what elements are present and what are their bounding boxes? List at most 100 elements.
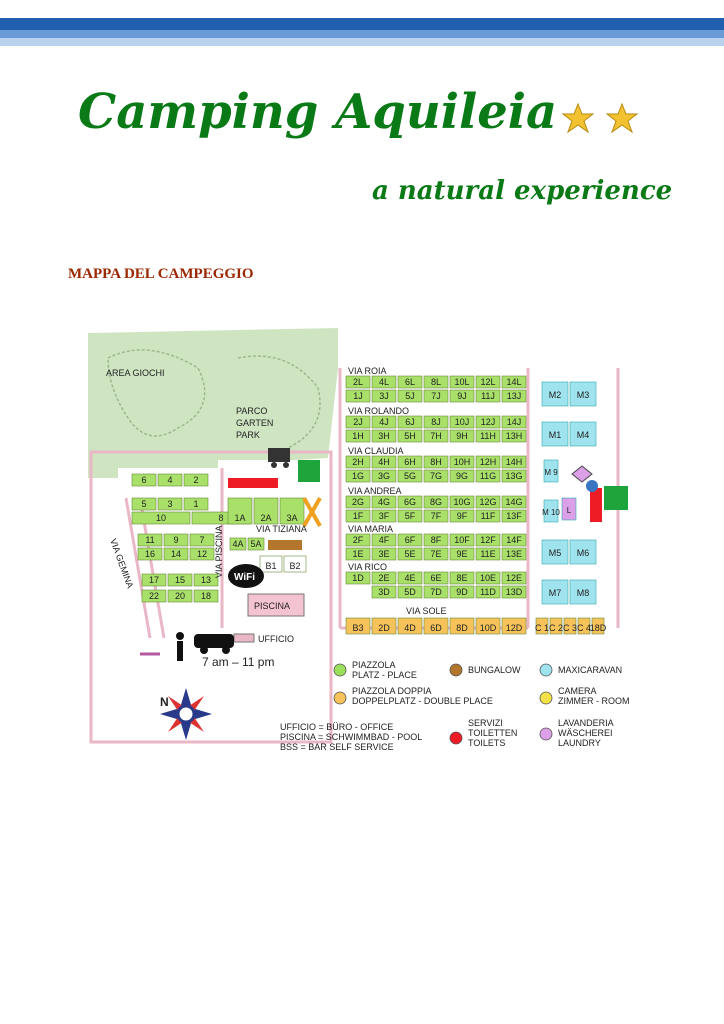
legend-text: ZIMMER - ROOM (558, 696, 630, 706)
pitch-label: 1F (353, 511, 364, 521)
pitch-label: 12E (506, 573, 522, 583)
pitch (371, 455, 397, 469)
maxicaravan (569, 381, 597, 407)
pitch-label: 3J (379, 391, 389, 401)
pitch (397, 547, 423, 561)
maxicaravan (541, 381, 569, 407)
cc-pitch (535, 617, 549, 635)
pitch (141, 573, 167, 587)
pitch (449, 429, 475, 443)
pitch (371, 533, 397, 547)
pitch-label: 14J (507, 417, 522, 427)
pitch (345, 495, 371, 509)
pitch-label: 12 (197, 549, 207, 559)
pitch (501, 585, 527, 599)
legend-room-dot (539, 691, 553, 705)
pitch-label: 14 (171, 549, 181, 559)
pitch-label: 2E (378, 573, 389, 583)
pitch-label: 7E (430, 549, 441, 559)
label-ufficio: UFFICIO (258, 634, 294, 644)
pitch (157, 497, 183, 511)
pitch (475, 375, 501, 389)
pitch (397, 455, 423, 469)
pitch-label: 5D (404, 587, 416, 597)
label-north: N (160, 695, 169, 709)
legend-laundry-dot (539, 727, 553, 741)
label-parco-1: PARCO (236, 406, 267, 416)
pitch (397, 509, 423, 523)
double-pitch (501, 617, 527, 635)
maxicaravan (543, 459, 559, 483)
pitch-label: 8F (431, 535, 442, 545)
pitch-label: 17 (149, 575, 159, 585)
pitch-label: 11D (480, 587, 496, 597)
pitch (423, 547, 449, 561)
maxicaravan (541, 539, 569, 565)
pitch-label: 13G (505, 471, 522, 481)
pitch-label: 6E (430, 573, 441, 583)
pitch-label: 4L (379, 377, 389, 387)
pitch (183, 473, 209, 487)
pitch-label: 14G (505, 497, 522, 507)
pitch (397, 469, 423, 483)
pitch (423, 495, 449, 509)
label-via-tiziana: VIA TIZIANA (256, 524, 307, 534)
label-area-giochi: AREA GIOCHI (106, 368, 165, 378)
label-via-claudia: VIA CLAUDIA (348, 446, 404, 456)
cc-pitch-label: C 1 (535, 623, 549, 633)
pitch-label: 2L (353, 377, 363, 387)
cc-pitch (577, 617, 591, 635)
pitch (371, 571, 397, 585)
legend-text: SERVIZI (468, 718, 503, 728)
pitch (449, 415, 475, 429)
bungalow (259, 555, 283, 573)
pitch-label: 3F (379, 511, 390, 521)
pitch (137, 547, 163, 561)
pitch-label: 8 (218, 513, 223, 523)
pitch-label: 12J (481, 417, 496, 427)
double-pitch-label: 2D (378, 623, 390, 633)
page-title: Camping Aquileia (78, 84, 558, 140)
pitch (193, 573, 219, 587)
pitch-label: 11H (480, 431, 496, 441)
pitch-label: 1G (352, 471, 364, 481)
pitch-label: 5G (404, 471, 416, 481)
pitch (345, 571, 371, 585)
pitch-label: 1D (352, 573, 364, 583)
pitch (371, 585, 397, 599)
pitch (397, 495, 423, 509)
pitch-label: 8L (431, 377, 441, 387)
pitch (449, 469, 475, 483)
maxicaravan (541, 421, 569, 447)
legend-text: BSS = BAR SELF SERVICE (280, 742, 394, 752)
pitch-label: 12H (480, 457, 497, 467)
double-pitch (397, 617, 423, 635)
pitch (397, 429, 423, 443)
pitch (397, 571, 423, 585)
pitch (449, 389, 475, 403)
pitch (501, 415, 527, 429)
pitch-label: 2F (353, 535, 364, 545)
pitch-label: 15 (175, 575, 185, 585)
label-parco-3: PARK (236, 430, 260, 440)
pitch-label: 9D (456, 587, 468, 597)
pitch (501, 429, 527, 443)
pitch-label: 10 (156, 513, 166, 523)
header-bar (0, 18, 724, 46)
legend-text: PLATZ - PLACE (352, 670, 417, 680)
label-via-sole: VIA SOLE (406, 606, 447, 616)
pitch (501, 375, 527, 389)
pitch-label: 11 (145, 535, 154, 545)
pitch-label: 5E (404, 549, 415, 559)
pitch (501, 469, 527, 483)
maxicaravan-label: M8 (577, 588, 590, 598)
pitch (423, 571, 449, 585)
legend-toilets-dot (449, 731, 463, 745)
pool (247, 593, 305, 617)
pitch-label: 4H (378, 457, 390, 467)
legend-text: PIAZZOLA DOPPIA (352, 686, 432, 696)
maxicaravan (541, 579, 569, 605)
legend-text: LAUNDRY (558, 738, 601, 748)
park-area (88, 328, 338, 478)
pitch-label: 6L (405, 377, 415, 387)
